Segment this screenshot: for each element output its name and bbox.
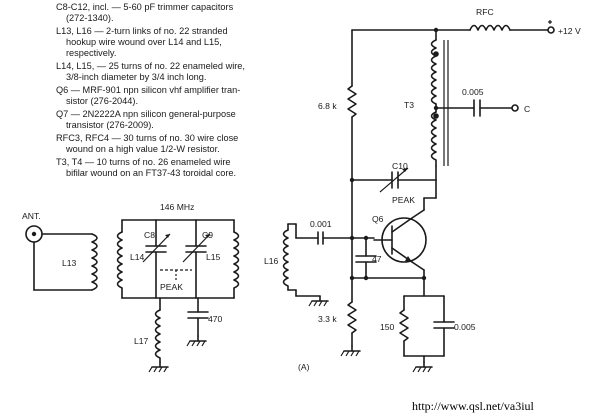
peak-label-tank: PEAK bbox=[160, 282, 183, 292]
t3-label: T3 bbox=[404, 100, 414, 110]
note-line: L14, L15, — 25 turns of no. 22 enameled … bbox=[56, 61, 245, 71]
note-line: (272-1340). bbox=[66, 13, 114, 23]
antenna-input: ANT. L13 bbox=[22, 211, 98, 291]
l15-coil bbox=[233, 231, 240, 299]
note-line: T3, T4 — 10 turns of no. 26 enameled wir… bbox=[56, 157, 231, 167]
t3-transformer: T3 bbox=[351, 29, 475, 181]
l17-coil bbox=[154, 309, 161, 363]
c10-label: C10 bbox=[392, 161, 408, 171]
l14-label: L14 bbox=[130, 252, 145, 262]
c8-label: C8 bbox=[144, 230, 155, 240]
t3-secondary-coil bbox=[430, 111, 437, 167]
q6-transistor: Q6 bbox=[372, 197, 427, 297]
ground-icon bbox=[340, 345, 361, 357]
supply-rfc: RFC +12 V bbox=[433, 7, 581, 36]
resistor-150 bbox=[399, 309, 409, 342]
supply-terminal-icon bbox=[547, 26, 555, 34]
resistor-3-3k bbox=[347, 301, 357, 334]
note-line: respectively. bbox=[66, 48, 116, 58]
c47-label: 47 bbox=[372, 254, 382, 264]
r150-label: 150 bbox=[380, 322, 395, 332]
t3-primary-coil bbox=[430, 39, 437, 105]
peak-label-c10: PEAK bbox=[392, 195, 415, 205]
l13-label: L13 bbox=[62, 258, 77, 268]
note-line: sistor (276-2044). bbox=[66, 96, 138, 106]
l16-link: L16 bbox=[264, 223, 329, 307]
ground-icon bbox=[148, 361, 169, 373]
output-coupling: C 0.005 bbox=[462, 87, 530, 117]
c0005-label: 0.005 bbox=[454, 322, 476, 332]
rfc-label: RFC bbox=[476, 7, 494, 17]
c9-label: C9 bbox=[202, 230, 213, 240]
emitter-network: 150 0.005 bbox=[380, 275, 476, 373]
l13-coil bbox=[91, 233, 98, 291]
q6-label: Q6 bbox=[372, 214, 384, 224]
note-line: transistor (276-2009). bbox=[66, 120, 154, 130]
ground-icon bbox=[186, 335, 207, 347]
l16-coil bbox=[282, 229, 289, 291]
note-line: 3/8-inch diameter by 3/4 inch long. bbox=[66, 72, 206, 82]
note-line: hookup wire wound over L14 and L15, bbox=[66, 37, 222, 47]
note-line: bifilar wound on an FT37-43 toroidal cor… bbox=[66, 168, 236, 178]
note-line: Q7 — 2N2222A npn silicon general-purpose bbox=[56, 109, 236, 119]
note-line: wound on a high value 1/2-W resistor. bbox=[65, 144, 220, 154]
ground-icon bbox=[412, 361, 433, 373]
c10-feedback: C10 PEAK bbox=[349, 161, 437, 205]
c005-label: 0.005 bbox=[462, 87, 484, 97]
bias-network: 6.8 k 3.3 k 47 bbox=[318, 29, 425, 357]
l16-label: L16 bbox=[264, 256, 279, 266]
output-terminal-icon bbox=[511, 104, 519, 112]
frequency-label: 146 MHz bbox=[160, 202, 194, 212]
note-line: RFC3, RFC4 — 30 turns of no. 30 wire clo… bbox=[56, 133, 238, 143]
r68k-label: 6.8 k bbox=[318, 101, 337, 111]
ground-icon bbox=[308, 295, 329, 307]
supply-label: +12 V bbox=[558, 26, 581, 36]
figure-label: (A) bbox=[298, 362, 310, 372]
c001-label: 0.001 bbox=[310, 219, 332, 229]
l15-label: L15 bbox=[206, 252, 221, 262]
l14-coil bbox=[116, 231, 123, 299]
input-ground-network: L17 470 bbox=[134, 297, 223, 373]
rfc-choke bbox=[469, 24, 511, 31]
note-line: Q6 — MRF-901 npn silicon vhf amplifier t… bbox=[56, 85, 240, 95]
input-tank-circuit: 146 MHz L14 L15 C8 C9 PEAK bbox=[116, 202, 240, 299]
source-url: http://www.qsl.net/va3iul bbox=[412, 399, 535, 413]
r33k-label: 3.3 k bbox=[318, 314, 337, 324]
coupling-capacitor: 0.001 bbox=[310, 219, 375, 245]
resistor-6-8k bbox=[347, 85, 357, 118]
note-line: L13, L16 — 2-turn links of no. 22 strand… bbox=[56, 26, 228, 36]
parts-notes: C8-C12, incl. — 5-60 pF trimmer capacito… bbox=[56, 2, 245, 178]
note-line: C8-C12, incl. — 5-60 pF trimmer capacito… bbox=[56, 2, 234, 12]
c470-label: 470 bbox=[208, 314, 223, 324]
antenna-label: ANT. bbox=[22, 211, 41, 221]
l17-label: L17 bbox=[134, 336, 149, 346]
output-c-label: C bbox=[524, 104, 530, 114]
